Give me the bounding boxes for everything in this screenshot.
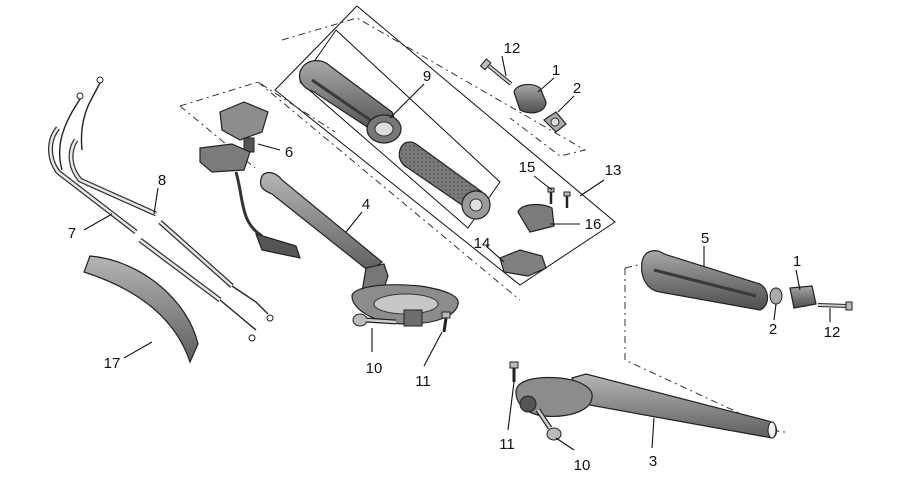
callout-10-left: 10: [366, 360, 383, 377]
callout-1-right: 1: [793, 253, 801, 270]
bolt-10-left: [352, 313, 397, 327]
callout-17: 17: [104, 355, 121, 372]
callout-11-right: 11: [499, 436, 515, 453]
conduit-part-17: [83, 255, 199, 364]
callout-12-right: 12: [824, 324, 841, 341]
callout-16: 16: [585, 216, 602, 233]
callout-labels: 12 1 2 9 6 8 7 4 15 13 16 14 5 1 2 12 10…: [68, 40, 841, 474]
handlebar-part-3: [515, 373, 778, 439]
callout-15: 15: [519, 159, 536, 176]
bolt-10-right: [535, 408, 562, 441]
callout-8: 8: [158, 172, 166, 189]
right-grip-part-5: [641, 250, 769, 311]
callout-4: 4: [362, 196, 370, 213]
bar-end-insert-top: [543, 111, 567, 133]
screw-11-left: [441, 311, 451, 333]
screw-11-right: [509, 361, 519, 382]
callout-14: 14: [474, 235, 491, 252]
callout-13: 13: [605, 162, 622, 179]
throttle-cables-7-8: [48, 76, 274, 342]
screws-part-15: [547, 187, 571, 208]
switch-base-part-14: [499, 249, 547, 277]
bar-end-insert-right: [769, 287, 783, 305]
dashed-group-lines: [179, 17, 785, 433]
callout-11-left: 11: [415, 373, 431, 390]
callout-10-right: 10: [574, 457, 591, 474]
callout-12-top: 12: [504, 40, 521, 57]
callout-9: 9: [423, 68, 431, 85]
callout-2-top: 2: [573, 80, 581, 97]
leader-lines: [83, 55, 831, 451]
screw-12-right: [817, 301, 853, 311]
callout-1-top: 1: [552, 62, 560, 79]
handlebar-part-4: [259, 171, 459, 327]
switch-cover-part-16: [517, 203, 555, 233]
callout-7: 7: [68, 225, 76, 242]
screw-12-top: [479, 58, 513, 86]
bar-end-weight-right: [789, 285, 817, 309]
callout-5: 5: [701, 230, 709, 247]
throttle-sleeve: [398, 141, 491, 220]
callout-3: 3: [649, 453, 657, 470]
switch-housing-part-6: [199, 101, 301, 259]
left-grip-part-9: [298, 60, 402, 144]
callout-6: 6: [285, 144, 293, 161]
callout-2-right: 2: [769, 321, 777, 338]
assembly-frame-13: [274, 5, 616, 286]
